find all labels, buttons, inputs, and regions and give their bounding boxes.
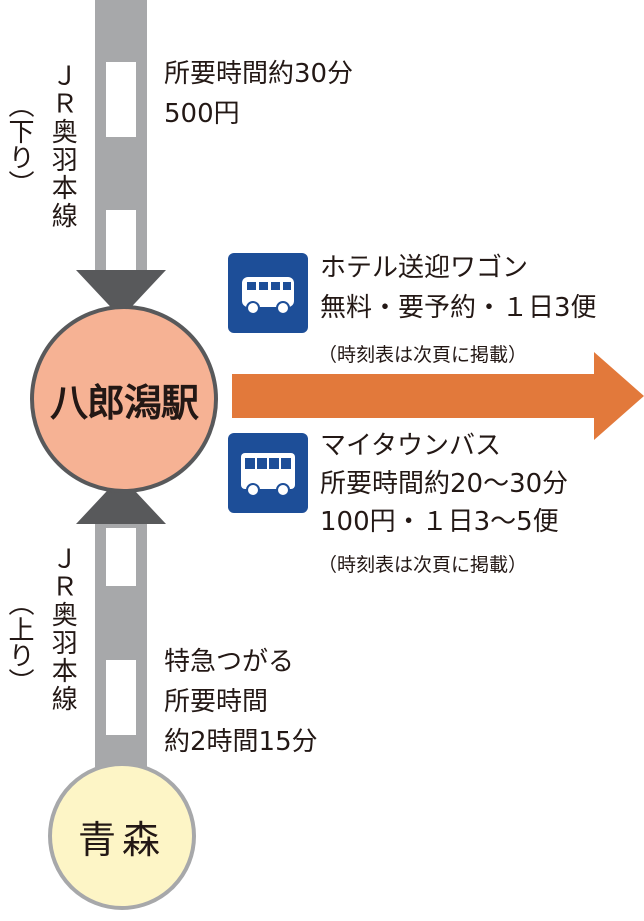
- bus-icon: [228, 433, 308, 513]
- upper-time: 所要時間約30分: [164, 59, 354, 89]
- hotel-wagon-note: （時刻表は次頁に掲載）: [318, 344, 528, 366]
- station-aomori: 青森: [48, 762, 196, 910]
- orange-route-arrow: [232, 352, 644, 440]
- line-label-upper: ＪＲ奥羽本線: [47, 62, 78, 230]
- down-arrow-head: [76, 270, 166, 318]
- hotel-wagon-title: ホテル送迎ワゴン: [320, 253, 529, 283]
- station-aomori-label: 青森: [77, 817, 166, 862]
- upper-fare: 500円: [164, 99, 240, 129]
- rail-gap: [106, 528, 136, 586]
- hotel-wagon-detail: 無料・要予約・１日3便: [320, 293, 597, 323]
- bus-title: マイタウンバス: [320, 431, 501, 461]
- line-label-lower: ＪＲ奥羽本線: [47, 545, 78, 713]
- rail-gap: [106, 62, 136, 137]
- lower-time-value: 約2時間15分: [164, 727, 318, 757]
- station-hachirogata-label: 八郎潟駅: [49, 380, 199, 425]
- lower-train: 特急つがる: [164, 647, 295, 677]
- rail-gap: [106, 210, 136, 270]
- bus-note: （時刻表は次頁に掲載）: [318, 554, 528, 576]
- station-hachirogata: 八郎潟駅: [30, 305, 218, 493]
- rail-gap: [106, 660, 136, 735]
- van-icon: [228, 253, 308, 333]
- up-arrow-head: [76, 476, 166, 524]
- bus-fare: 100円・１日3～5便: [320, 507, 559, 537]
- direction-label-upper: （下り）: [4, 92, 34, 196]
- direction-label-lower: （上り）: [4, 590, 34, 694]
- lower-time-label: 所要時間: [164, 687, 269, 717]
- bus-time: 所要時間約20～30分: [320, 469, 569, 499]
